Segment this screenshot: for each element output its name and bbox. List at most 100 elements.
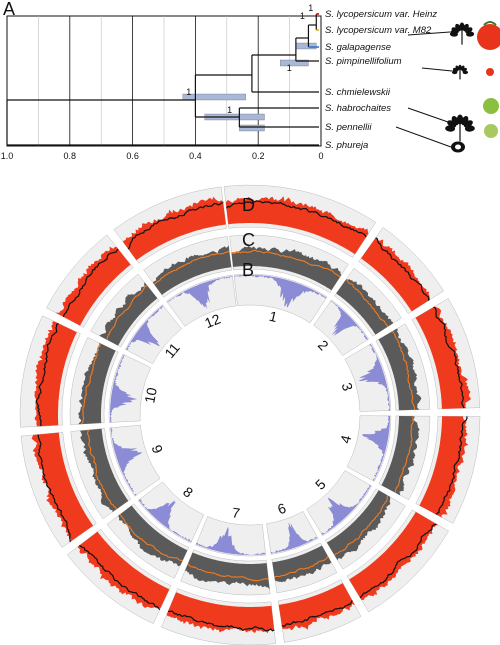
track-c-line: [334, 495, 389, 556]
panel-label-b: B: [242, 260, 254, 280]
track-b-area: [110, 354, 138, 423]
connector-dot: [450, 30, 454, 34]
tomato-fruit-red-large: [477, 24, 500, 50]
track-b-area: [110, 427, 143, 496]
leaflet: [466, 31, 475, 37]
chromosome-label: 10: [141, 386, 160, 405]
track-c-area: [153, 245, 232, 295]
track-c-line: [119, 514, 183, 562]
track-c-area: [231, 245, 342, 291]
tree-species-label: S. pimpinellifolium: [325, 56, 402, 67]
track-b-area: [321, 484, 371, 535]
tree-axis-tick: 0: [318, 151, 323, 161]
track-c-area: [80, 428, 129, 513]
tree-support-label: 1: [227, 105, 232, 115]
chromosome-label: 3: [339, 381, 357, 393]
track-d-line: [37, 434, 71, 542]
tree-ci-bar: [239, 124, 265, 132]
tree-species-label: S. habrochaites: [325, 103, 391, 114]
track-c-line: [87, 429, 118, 510]
chromosome-4: 4: [337, 415, 481, 524]
track-b-area: [138, 498, 192, 542]
track-d-area: [77, 531, 170, 609]
chromosome-label: 8: [180, 483, 196, 500]
track-b-background: [109, 424, 161, 497]
track-d-line: [359, 523, 437, 599]
track-d-area: [166, 592, 275, 634]
icon-connector: [407, 107, 449, 123]
chromosome-label: 7: [231, 504, 241, 521]
chromosome-9: 9: [20, 424, 166, 548]
track-c-line: [391, 330, 416, 410]
track-c-line: [345, 278, 389, 327]
track-d-line: [226, 200, 367, 238]
track-c-area: [118, 505, 188, 567]
habrochaites-leaf-icon: [445, 114, 475, 142]
track-d-area: [415, 306, 472, 409]
track-d-line: [79, 545, 161, 611]
leaflet: [464, 125, 475, 132]
tree-axis-tick: 1.0: [1, 151, 14, 161]
track-d-line: [62, 248, 119, 317]
track-d-line: [375, 237, 430, 301]
chromosome-11: 11: [46, 234, 183, 365]
track-c-area: [326, 490, 391, 561]
pennellii-leaf-spot: [455, 144, 461, 150]
tree-plant-icons: [395, 21, 500, 153]
tree-species-label: S. pennellii: [325, 122, 372, 133]
track-d-line: [433, 306, 465, 409]
track-b-area: [196, 526, 266, 555]
track-b-background: [124, 304, 182, 365]
track-d-line: [127, 202, 224, 250]
tomato-leaf-icon: [449, 22, 475, 45]
tree-species-label: S. chmielewskii: [325, 87, 391, 98]
track-c-line: [394, 415, 414, 493]
icon-connector: [395, 126, 452, 148]
chromosome-6: 6: [266, 500, 362, 643]
track-b-area: [234, 275, 327, 308]
chromosome-2: 2: [313, 227, 444, 356]
track-d-line: [35, 322, 59, 427]
track-c-area: [272, 545, 332, 583]
track-b-area: [362, 415, 390, 481]
track-c-area: [184, 552, 270, 590]
chromosome-label: 4: [337, 433, 354, 445]
chromosome-3: 3: [339, 298, 481, 412]
chromosome-label: 12: [202, 311, 223, 332]
track-b-area: [330, 300, 368, 340]
tree-axis-tick: 0.8: [64, 151, 77, 161]
track-c-line: [153, 250, 230, 285]
connector-dot: [452, 69, 456, 73]
track-c-area: [381, 416, 420, 496]
panel-label-a: A: [3, 0, 15, 19]
track-b-background: [137, 481, 205, 544]
tree-species-label: S. phureja: [325, 140, 368, 151]
track-b-area: [126, 305, 164, 350]
track-c-line: [231, 249, 341, 278]
tomato-fruit-green-habrochaites: [483, 98, 499, 114]
track-d-line: [435, 416, 468, 515]
track-d-area: [419, 416, 469, 518]
chromosome-8: 8: [66, 481, 205, 625]
track-c-area: [336, 278, 393, 335]
tree-support-label: 1: [300, 11, 305, 21]
tree-axis-tick: 0.4: [189, 151, 202, 161]
tomato-fruit-red-small: [486, 68, 494, 76]
chromosome-5: 5: [306, 470, 449, 613]
tree-ci-bar: [182, 93, 246, 101]
leaflet: [462, 70, 469, 75]
tree-ci-bar: [280, 59, 309, 67]
track-d-area: [361, 238, 431, 312]
track-d-area: [55, 246, 131, 326]
track-d-area: [122, 196, 226, 261]
track-c-line: [187, 563, 269, 582]
tree-axis-tick: 0.6: [126, 151, 139, 161]
chromosome-10: 10: [19, 315, 160, 428]
panel-label-c: C: [242, 230, 255, 250]
pimpinellifolium-leaf-icon: [451, 64, 469, 80]
track-c-line: [274, 556, 329, 578]
track-c-line: [81, 343, 101, 425]
